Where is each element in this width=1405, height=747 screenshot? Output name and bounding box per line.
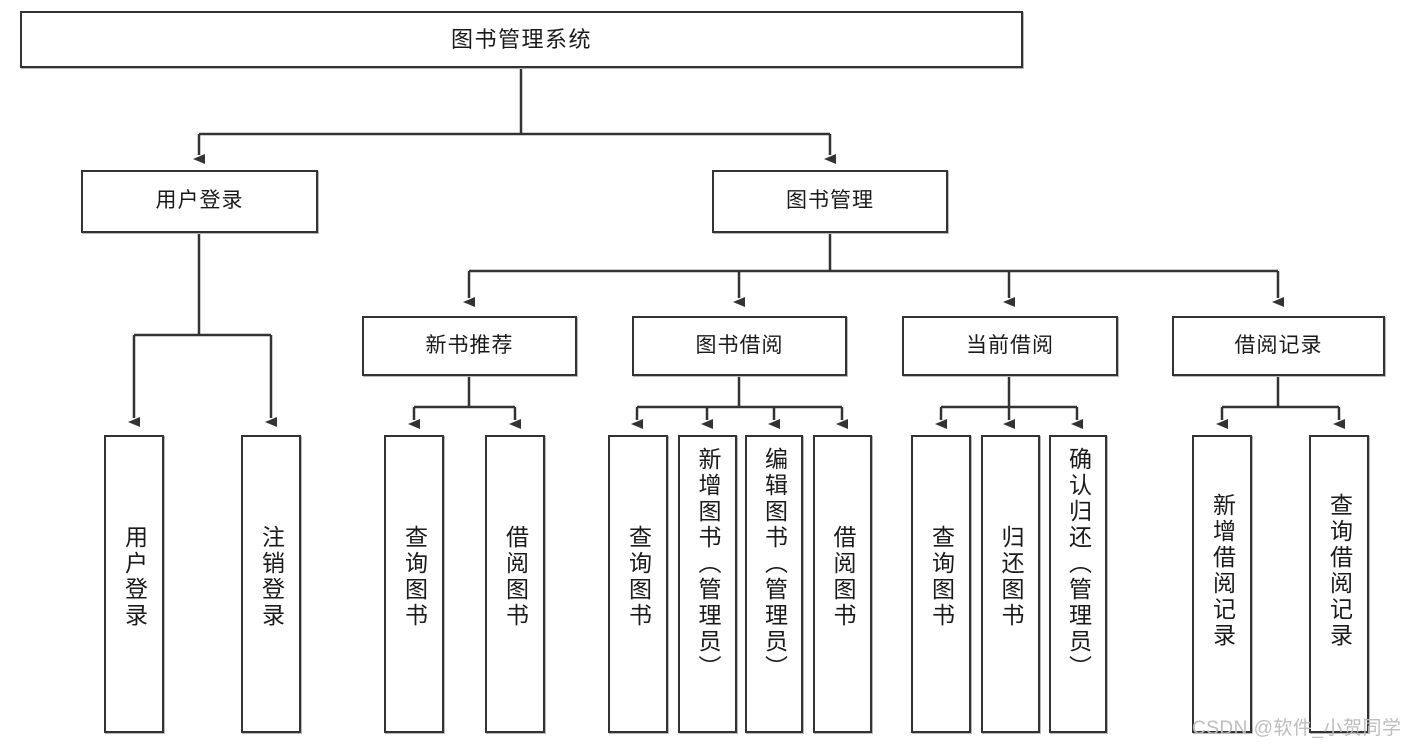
leaf-query-book-recommend[interactable]: 查询图书 [384, 435, 444, 733]
node-book-borrow[interactable]: 图书借阅 [632, 316, 847, 376]
node-label: 查询图书 [928, 525, 955, 629]
node-label: 图书管理系统 [450, 26, 592, 52]
node-label: 新书推荐 [425, 333, 514, 357]
node-label: 图书借阅 [695, 333, 784, 357]
node-borrow-record[interactable]: 借阅记录 [1172, 316, 1385, 376]
node-label: 借阅图书 [502, 525, 529, 629]
leaf-confirm-return-admin[interactable]: 确认归还（管理员） [1049, 435, 1107, 733]
node-book-management[interactable]: 图书管理 [712, 170, 948, 233]
node-label: 注销登录 [258, 525, 285, 629]
node-label: 借阅记录 [1234, 333, 1323, 357]
leaf-return-book[interactable]: 归还图书 [981, 435, 1040, 733]
node-current-borrow[interactable]: 当前借阅 [902, 316, 1118, 376]
leaf-query-book-borrow[interactable]: 查询图书 [608, 435, 668, 733]
node-label: 借阅图书 [830, 525, 856, 629]
node-label: 查询图书 [625, 525, 652, 629]
node-label: 新增图书（管理员） [695, 447, 721, 681]
node-label: 查询图书 [401, 525, 428, 629]
leaf-user-login[interactable]: 用户登录 [104, 435, 164, 733]
leaf-edit-book-admin[interactable]: 编辑图书（管理员） [745, 435, 803, 733]
leaf-logout[interactable]: 注销登录 [241, 435, 301, 733]
node-label: 当前借阅 [966, 333, 1054, 357]
node-label: 用户登录 [121, 525, 148, 629]
leaf-borrow-book[interactable]: 借阅图书 [813, 435, 872, 733]
leaf-borrow-book-recommend[interactable]: 借阅图书 [485, 435, 545, 733]
leaf-add-borrow-record[interactable]: 新增借阅记录 [1192, 435, 1252, 733]
node-label: 新增借阅记录 [1209, 493, 1236, 649]
node-label: 用户登录 [155, 189, 244, 213]
node-label: 编辑图书（管理员） [761, 447, 788, 681]
csdn-watermark: CSDN @软件_小贺同学 [1192, 718, 1402, 739]
node-label: 图书管理 [786, 189, 874, 213]
leaf-query-borrow-record[interactable]: 查询借阅记录 [1309, 435, 1369, 733]
node-label: 查询借阅记录 [1326, 493, 1353, 649]
node-root-system[interactable]: 图书管理系统 [20, 11, 1023, 68]
node-label: 归还图书 [998, 525, 1024, 629]
leaf-add-book-admin[interactable]: 新增图书（管理员） [678, 435, 737, 733]
leaf-query-book-current[interactable]: 查询图书 [911, 435, 971, 733]
node-new-book-recommend[interactable]: 新书推荐 [362, 316, 577, 376]
node-label: 确认归还（管理员） [1065, 447, 1092, 681]
node-user-login[interactable]: 用户登录 [81, 170, 318, 233]
